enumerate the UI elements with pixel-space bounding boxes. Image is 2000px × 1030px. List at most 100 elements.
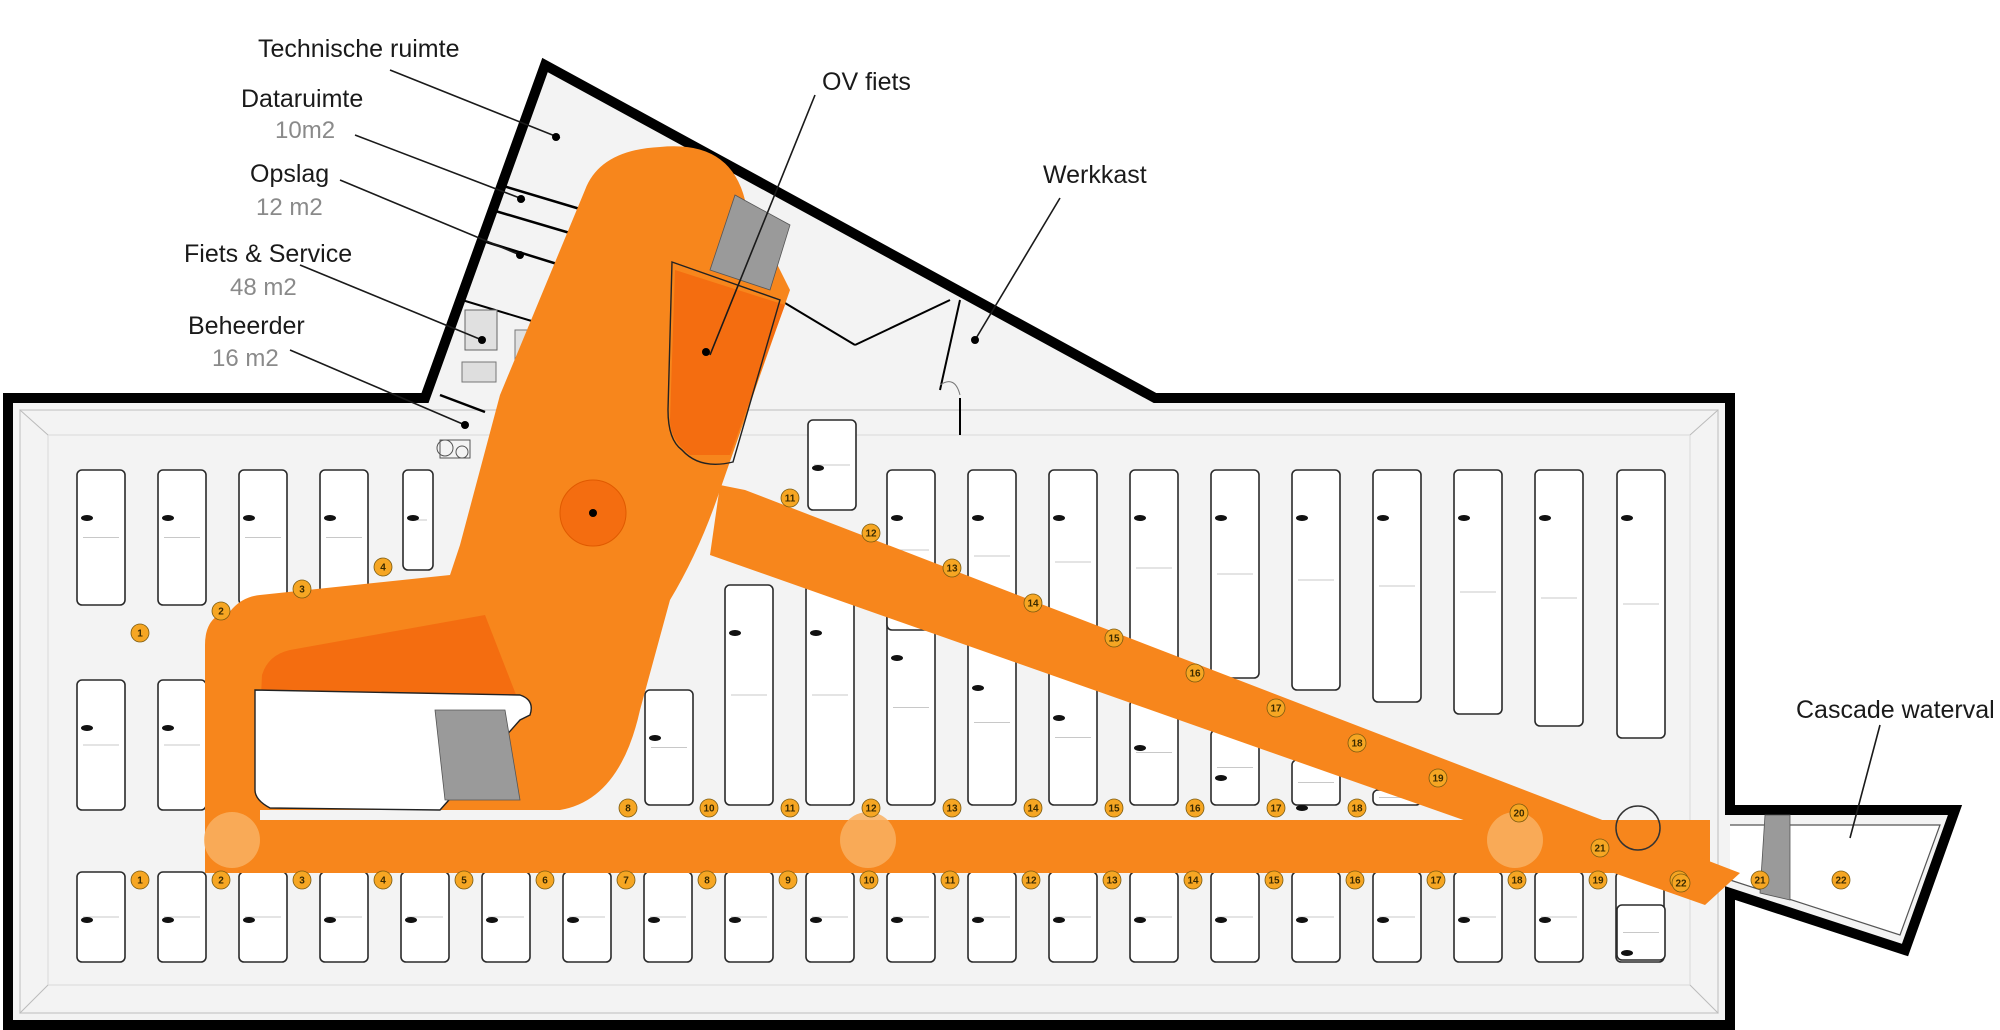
bay-number-badge: 12 [861, 798, 881, 818]
bike-rack [481, 871, 531, 963]
bay-number-badge: 12 [1021, 870, 1041, 890]
svg-text:21: 21 [1594, 844, 1606, 855]
bike-rack [1534, 871, 1584, 963]
callout-leaders [289, 69, 1881, 839]
bay-number-badge: 7 [616, 870, 636, 890]
label-werkkast: Werkkast [1043, 161, 1147, 189]
svg-text:9: 9 [785, 876, 791, 887]
svg-text:16: 16 [1349, 876, 1361, 887]
svg-text:2: 2 [218, 876, 224, 887]
bay-number-badge: 14 [1183, 870, 1203, 890]
svg-text:14: 14 [1187, 876, 1199, 887]
svg-text:22: 22 [1675, 879, 1687, 890]
label-dataruimte: Dataruimte [241, 85, 363, 113]
svg-text:17: 17 [1430, 876, 1442, 887]
bike-rack [1291, 469, 1341, 691]
bike-rack [1534, 469, 1584, 727]
bay-number-badge: 13 [1102, 870, 1122, 890]
svg-text:12: 12 [1025, 876, 1037, 887]
svg-text:13: 13 [946, 804, 958, 815]
label-ov-fiets: OV fiets [822, 68, 911, 96]
svg-text:10: 10 [703, 804, 715, 815]
area-dataruimte: 10m2 [275, 117, 335, 144]
svg-text:8: 8 [625, 804, 631, 815]
bike-rack [805, 584, 855, 806]
bike-rack [157, 679, 207, 811]
bay-number-badge: 13 [942, 558, 962, 578]
bay-number-badge: 8 [618, 798, 638, 818]
bay-number-badge: 2 [211, 601, 231, 621]
bike-rack [76, 679, 126, 811]
svg-text:7: 7 [623, 876, 629, 887]
svg-text:15: 15 [1108, 804, 1120, 815]
bay-number-badge: 19 [1588, 870, 1608, 890]
svg-text:14: 14 [1027, 599, 1039, 610]
bay-number-badges: 1234567891011121314151617181920212281011… [130, 488, 1851, 893]
bike-rack [562, 871, 612, 963]
bike-rack [886, 609, 936, 806]
label-beheerder: Beheerder [188, 312, 305, 340]
bay-number-badge: 18 [1347, 798, 1367, 818]
svg-text:1: 1 [137, 629, 143, 640]
bike-rack [724, 584, 774, 806]
svg-text:15: 15 [1268, 876, 1280, 887]
svg-text:4: 4 [380, 876, 386, 887]
bike-rack [1048, 871, 1098, 963]
bike-rack [76, 871, 126, 963]
svg-text:15: 15 [1108, 634, 1120, 645]
bike-rack [319, 871, 369, 963]
svg-text:13: 13 [946, 564, 958, 575]
bike-rack [1372, 871, 1422, 963]
bike-rack [1129, 871, 1179, 963]
bay-number-badge: 22 [1831, 870, 1851, 890]
bay-number-badge: 1 [130, 623, 150, 643]
bike-rack [238, 871, 288, 963]
svg-text:18: 18 [1351, 739, 1363, 750]
svg-text:20: 20 [1513, 809, 1525, 820]
bay-number-badge: 20 [1509, 803, 1529, 823]
walking-route [204, 146, 1791, 905]
bay-number-badge: 10 [859, 870, 879, 890]
bay-number-badge: 11 [780, 798, 800, 818]
bay-number-badge: 4 [373, 870, 393, 890]
bike-rack [1129, 469, 1179, 667]
svg-text:18: 18 [1351, 804, 1363, 815]
bay-number-badge: 11 [940, 870, 960, 890]
bike-rack [1453, 871, 1503, 963]
bike-rack [886, 871, 936, 963]
bike-rack [157, 469, 207, 606]
area-fiets-service: 48 m2 [230, 274, 297, 301]
bay-number-badge: 4 [373, 557, 393, 577]
bay-number-badge: 8 [697, 870, 717, 890]
svg-text:4: 4 [380, 563, 386, 574]
bay-number-badge: 17 [1426, 870, 1446, 890]
bike-rack [1616, 904, 1666, 961]
svg-text:8: 8 [704, 876, 710, 887]
label-technische-ruimte: Technische ruimte [258, 35, 459, 63]
bay-number-badge: 14 [1023, 593, 1043, 613]
bay-number-badge: 17 [1266, 698, 1286, 718]
bike-rack [1210, 469, 1260, 679]
svg-text:11: 11 [785, 494, 796, 505]
bay-number-badge: 15 [1104, 798, 1124, 818]
bay-number-badge: 16 [1185, 798, 1205, 818]
bike-rack [1048, 669, 1098, 806]
bay-number-badge: 17 [1266, 798, 1286, 818]
bay-number-badge: 21 [1590, 838, 1610, 858]
svg-text:11: 11 [785, 804, 796, 815]
bay-number-badge: 2 [211, 870, 231, 890]
bike-rack [1453, 469, 1503, 715]
svg-text:22: 22 [1835, 876, 1847, 887]
bay-number-badge: 12 [861, 523, 881, 543]
bay-number-badge: 6 [535, 870, 555, 890]
bike-rack [1291, 871, 1341, 963]
svg-text:14: 14 [1027, 804, 1039, 815]
svg-text:3: 3 [299, 876, 305, 887]
bike-rack [400, 871, 450, 963]
label-opslag: Opslag [250, 160, 329, 188]
svg-text:16: 16 [1189, 669, 1201, 680]
bay-number-badge: 15 [1104, 628, 1124, 648]
bay-number-badge: 16 [1185, 663, 1205, 683]
area-opslag: 12 m2 [256, 194, 323, 221]
